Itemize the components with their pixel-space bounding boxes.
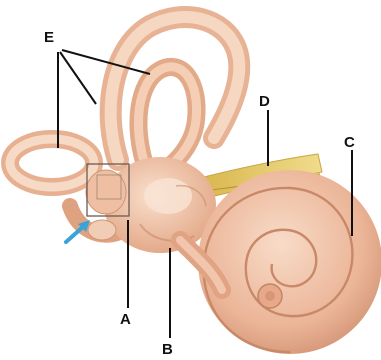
leader-e-2 (60, 52, 96, 104)
label-c: C (344, 135, 355, 150)
cochlea (198, 170, 381, 354)
ampulla (86, 170, 126, 214)
label-b: B (162, 342, 173, 357)
label-a: A (120, 312, 131, 327)
label-e: E (44, 30, 54, 45)
label-d: D (259, 94, 270, 109)
